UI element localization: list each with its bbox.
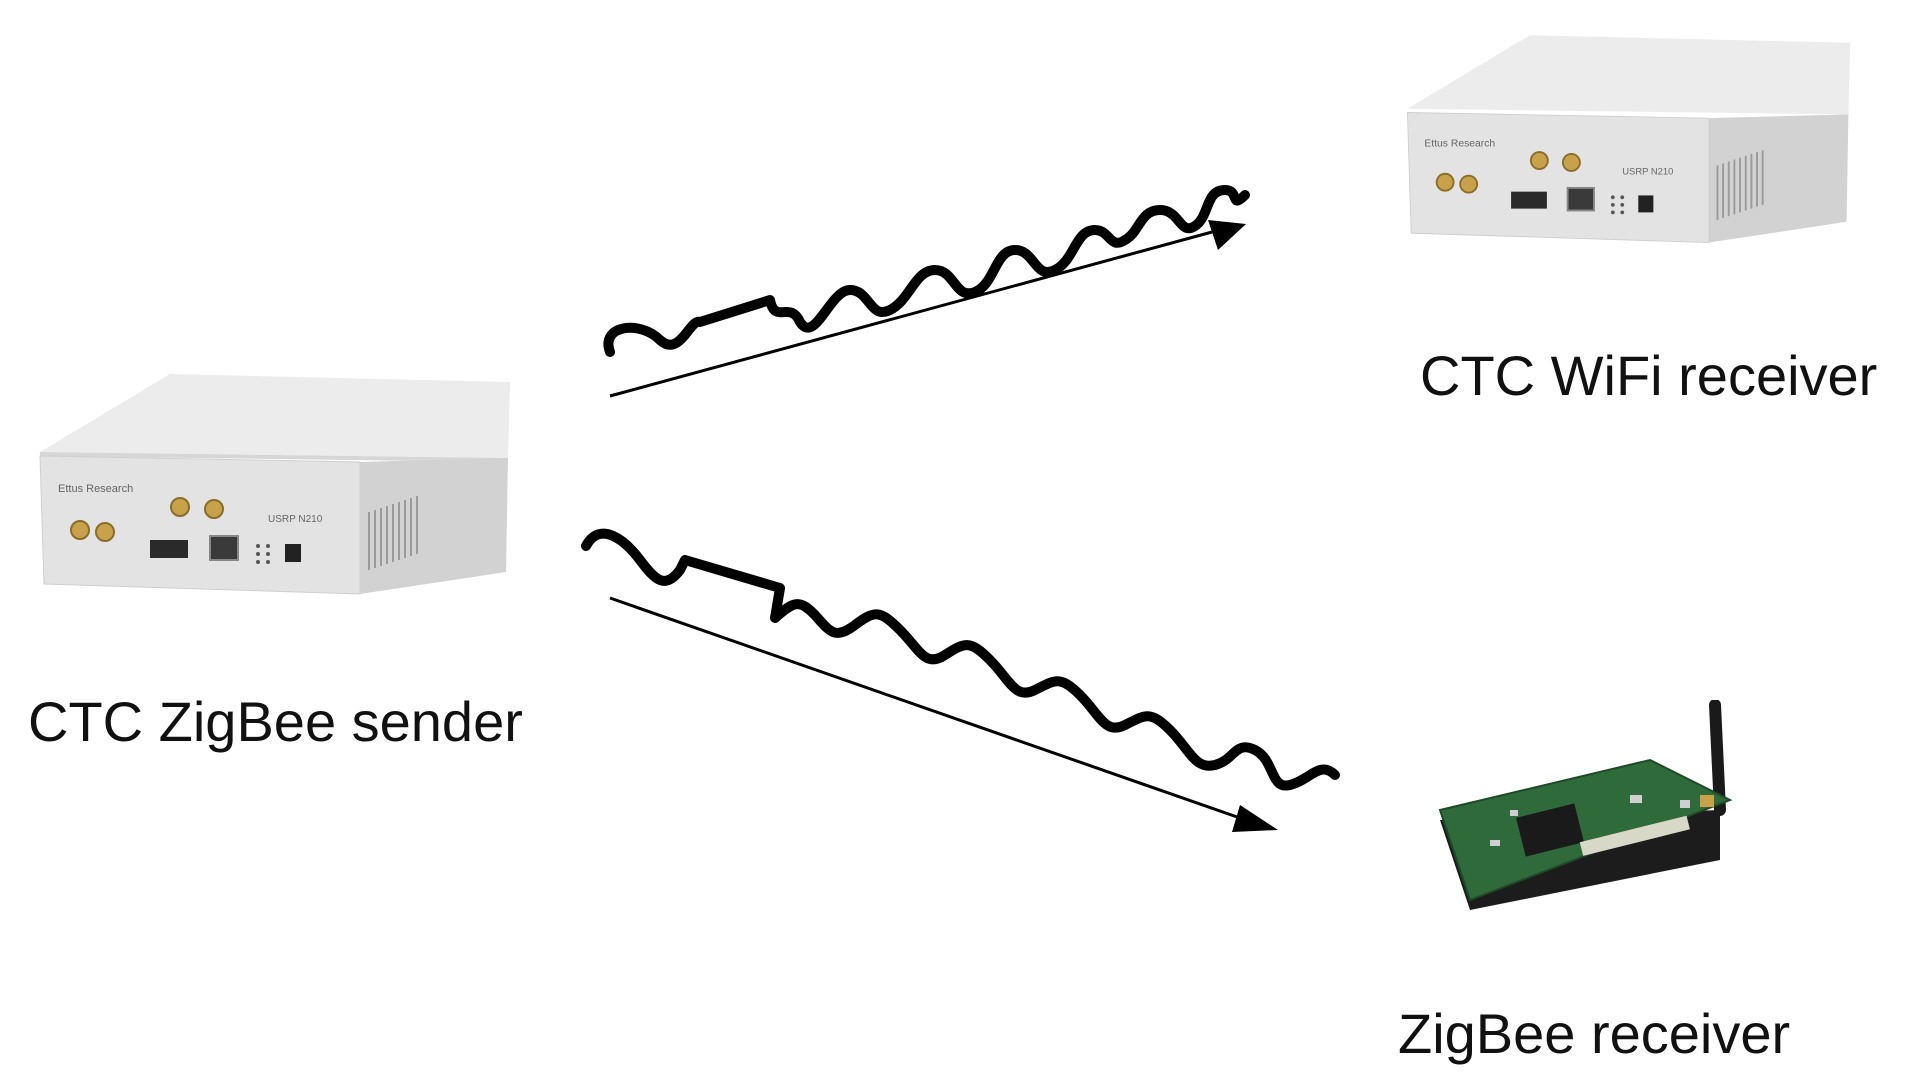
svg-text:Ettus Research: Ettus Research [58,483,133,495]
sender-label: CTC ZigBee sender [28,690,523,753]
usrp-sender-device: Ettus Research USRP N210 [39,374,510,595]
wifi-receiver-label: CTC WiFi receiver [1420,344,1878,407]
zigbee-signal-arrow [609,596,1241,820]
zigbee-receiver-board [1438,700,1733,910]
usrp-wifi-receiver-device: Ettus Research USRP N210 [1406,35,1851,244]
svg-text:Ettus Research: Ettus Research [1424,138,1495,149]
wifi-arrowhead [1208,220,1246,250]
wifi-signal-arrow [609,230,1213,398]
svg-text:USRP N210: USRP N210 [268,514,323,525]
wifi-signal-wave [603,185,1250,357]
zigbee-arrowhead [1232,805,1278,832]
zigbee-signal-wave [581,528,1340,791]
svg-text:USRP N210: USRP N210 [1622,166,1673,177]
zigbee-receiver-label: ZigBee receiver [1398,1002,1791,1065]
